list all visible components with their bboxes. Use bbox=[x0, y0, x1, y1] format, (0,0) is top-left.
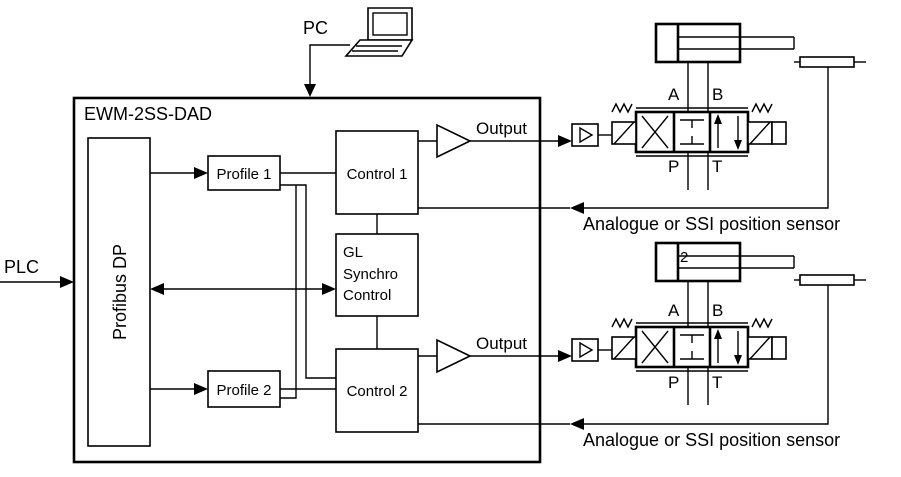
sensor-2-label: Analogue or SSI position sensor bbox=[583, 430, 840, 450]
port-p-1: P bbox=[668, 157, 679, 176]
hydraulic-axis-2: 2 A B P T bbox=[571, 241, 866, 405]
controller-title: EWM-2SS-DAD bbox=[84, 104, 212, 124]
laptop-icon bbox=[344, 7, 414, 57]
sync-label-line-1: GL bbox=[343, 244, 363, 261]
profibus-label: Profibus DP bbox=[110, 244, 130, 340]
sync-label-line-3: Control bbox=[343, 287, 391, 304]
controller-enclosure bbox=[72, 96, 542, 464]
port-a-2: A bbox=[668, 301, 680, 320]
sync-label-line-2: Synchro bbox=[343, 266, 398, 283]
hydraulic-axis-1: A B P T bbox=[571, 22, 866, 190]
sensor-1-label: Analogue or SSI position sensor bbox=[583, 214, 840, 234]
port-b-2: B bbox=[712, 301, 723, 320]
plc-label: PLC bbox=[4, 257, 39, 277]
output-2-label: Output bbox=[476, 334, 527, 353]
amplifier-2 bbox=[436, 338, 472, 374]
output-1-label: Output bbox=[476, 119, 527, 138]
port-t-2: T bbox=[712, 373, 722, 392]
profibus-block bbox=[87, 137, 151, 447]
control-2-block bbox=[335, 348, 419, 433]
port-t-1: T bbox=[712, 157, 722, 176]
cylinder-2-mark: 2 bbox=[680, 249, 688, 266]
pc-label: PC bbox=[303, 18, 328, 38]
control-2-label: Control 2 bbox=[347, 383, 408, 400]
profile-1-label: Profile 1 bbox=[216, 166, 271, 183]
port-p-2: P bbox=[668, 373, 679, 392]
profile-2-label: Profile 2 bbox=[216, 382, 271, 399]
control-1-label: Control 1 bbox=[347, 166, 408, 183]
port-b-1: B bbox=[712, 85, 723, 104]
port-a-1: A bbox=[668, 85, 680, 104]
